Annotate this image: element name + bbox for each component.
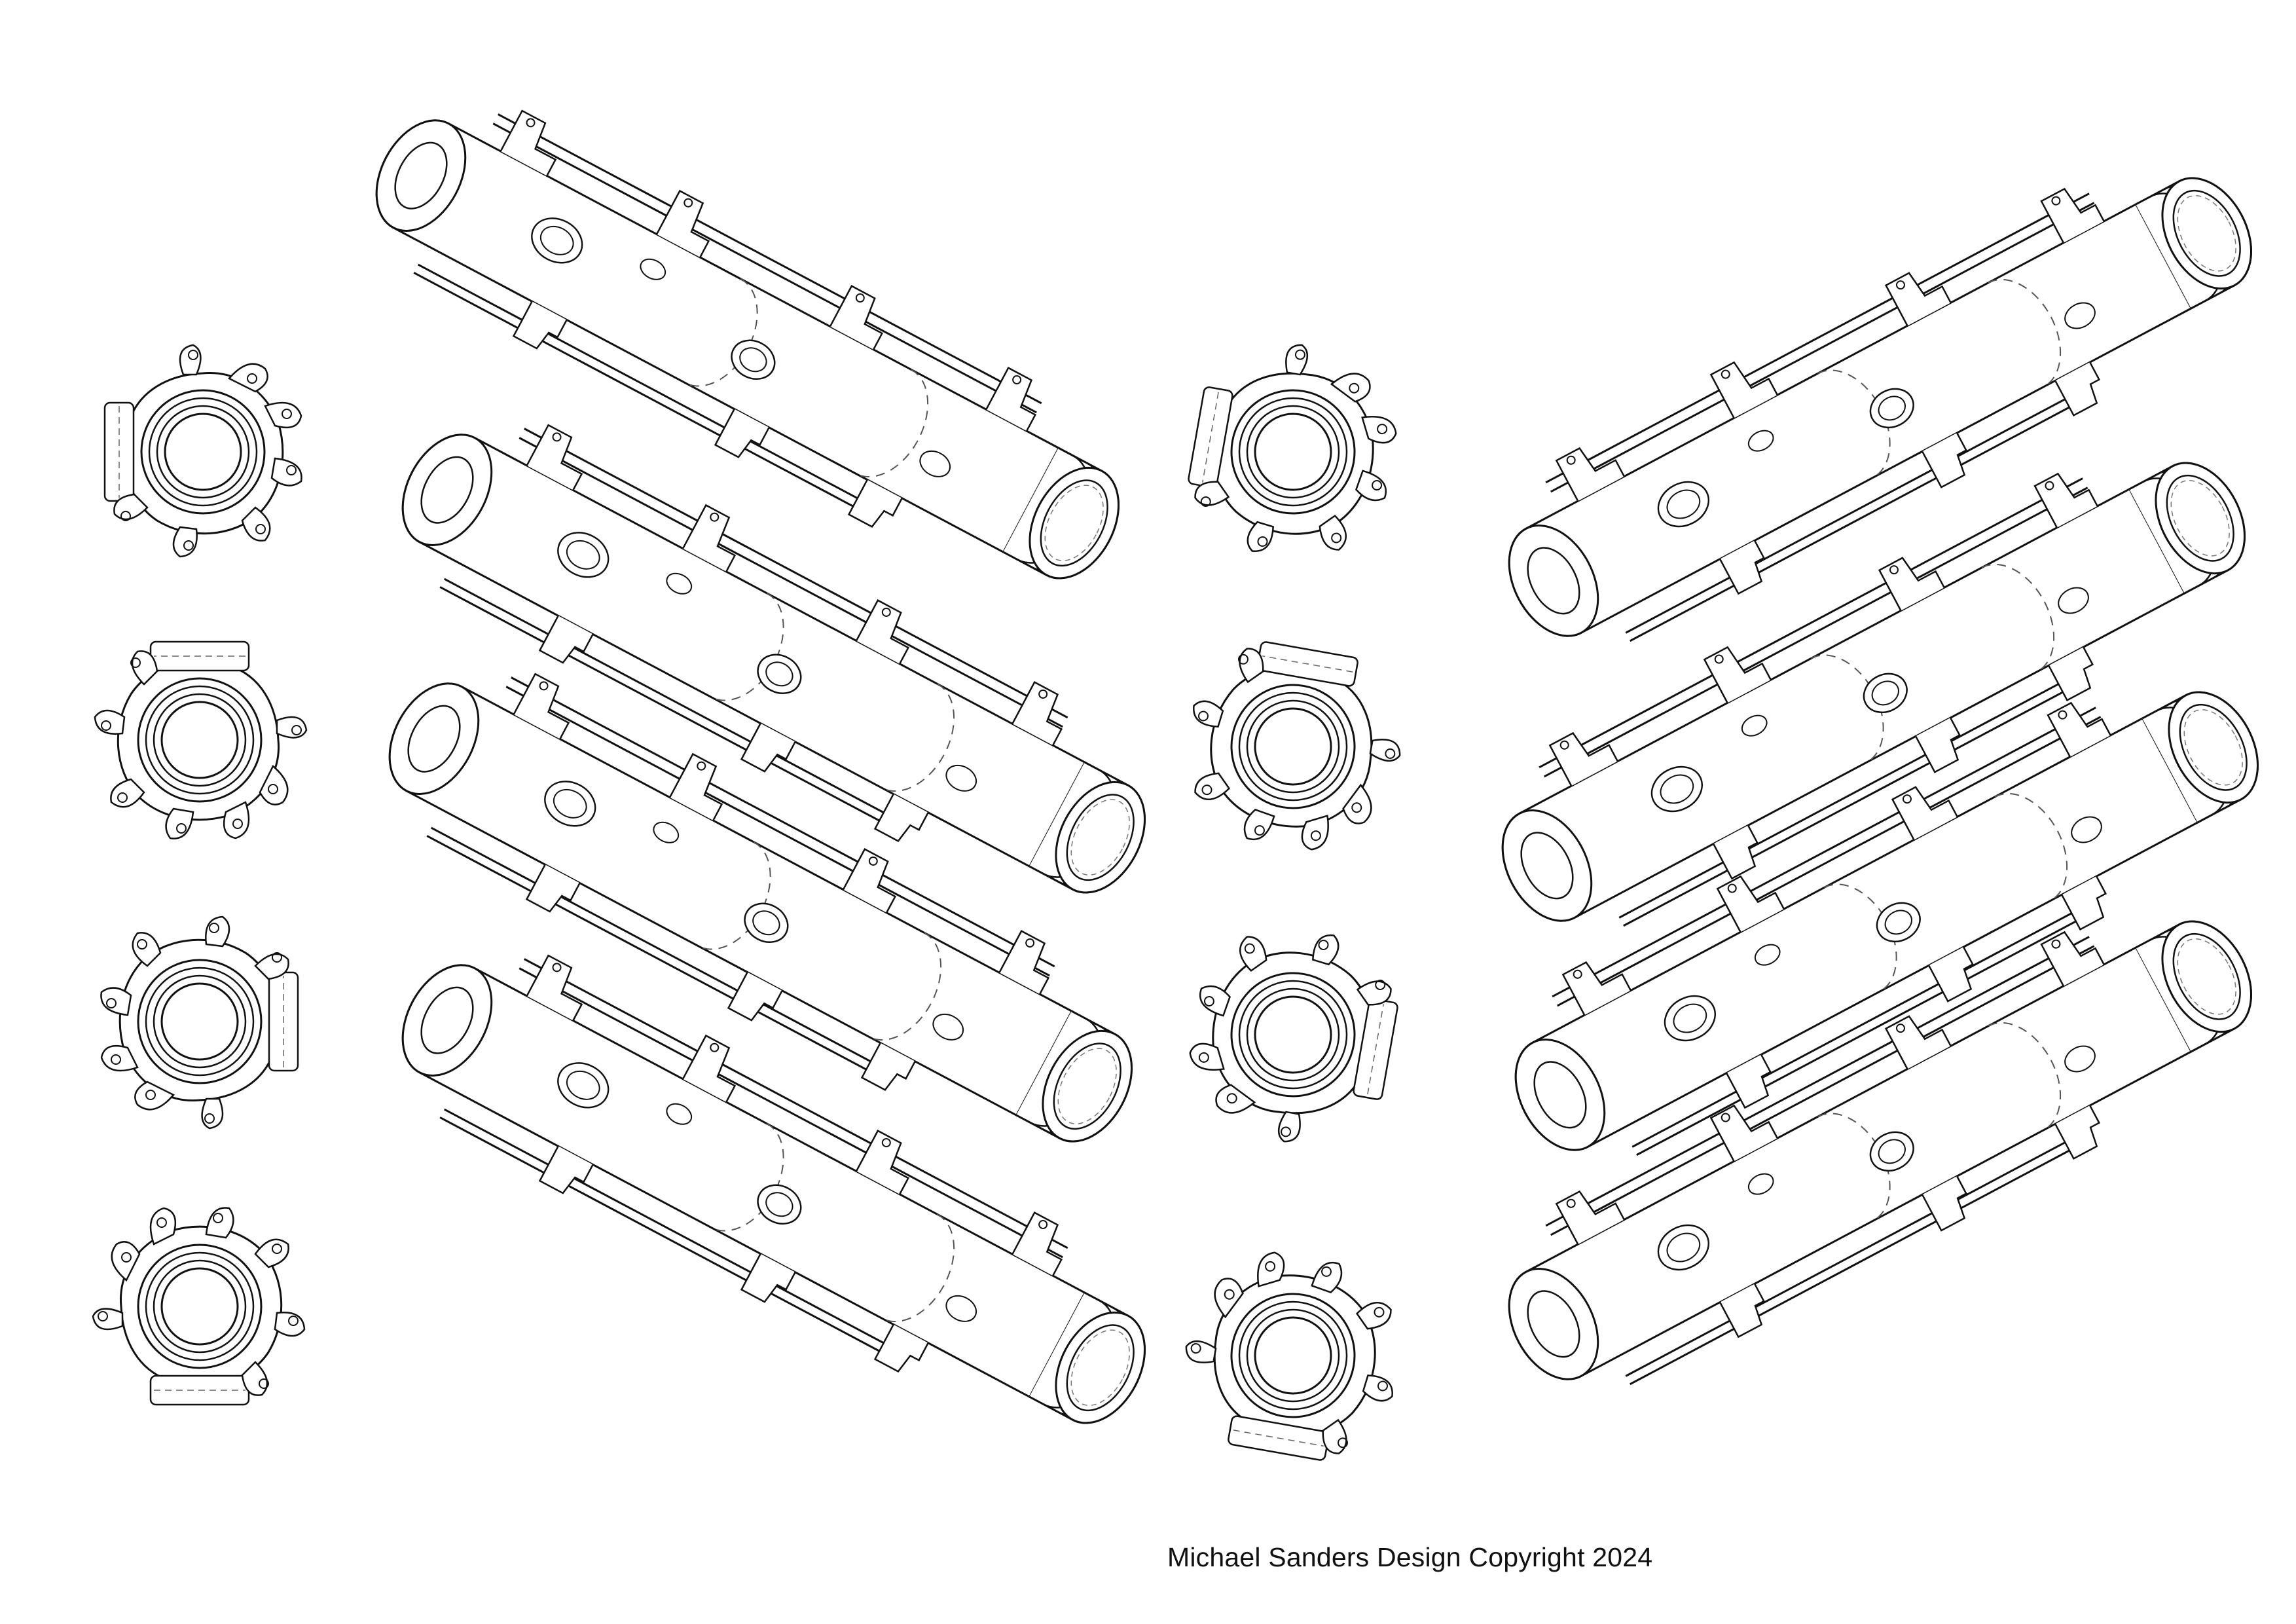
end-view-left-3 <box>100 915 299 1130</box>
end-view-center-4 <box>1169 1238 1415 1472</box>
end-view-left-4 <box>92 1207 306 1406</box>
end-view-center-3 <box>1176 913 1410 1158</box>
end-view-center-2 <box>1171 630 1417 864</box>
end-view-center-1 <box>1176 328 1410 574</box>
end-view-left-1 <box>103 344 302 558</box>
copyright-text: Michael Sanders Design Copyright 2024 <box>1167 1542 1653 1572</box>
end-view-left-2 <box>94 640 308 840</box>
